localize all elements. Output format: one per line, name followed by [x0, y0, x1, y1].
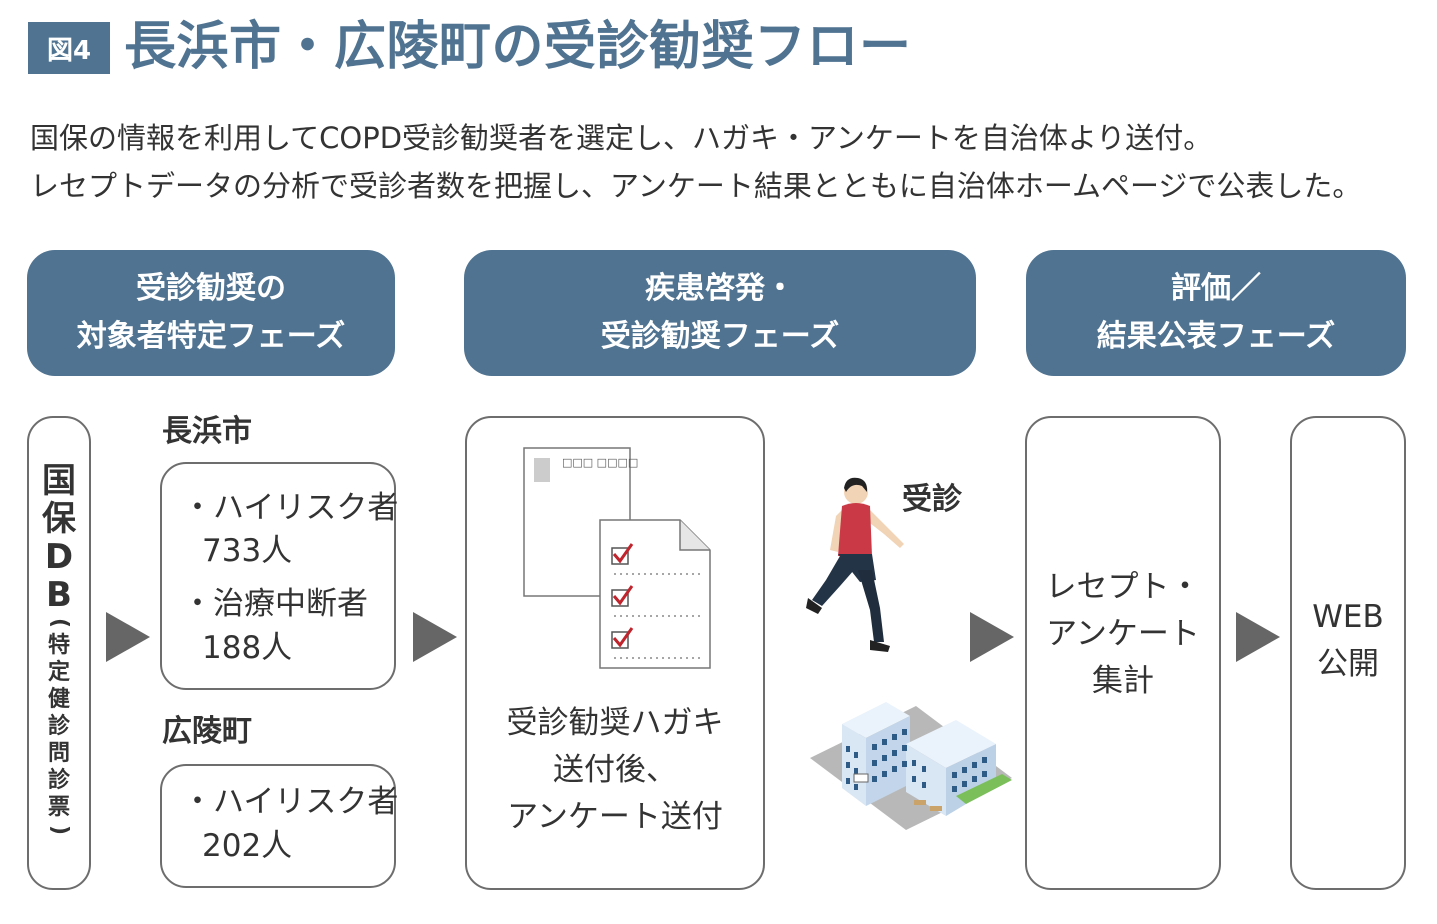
stat-value: 202人	[202, 828, 293, 864]
mailing-line: アンケート送付	[507, 799, 723, 835]
web-publish-box	[1290, 416, 1406, 890]
consult-label: 受診	[902, 482, 962, 517]
nagahama-stats-box	[160, 462, 396, 690]
flow-arrow-4	[1236, 612, 1280, 662]
mailing-line: 送付後、	[553, 752, 677, 788]
db-sub-char: 診	[47, 714, 70, 739]
db-sub-char: 診	[47, 768, 70, 793]
db-paren-close: )	[47, 824, 72, 836]
db-vertical-label: 国 保 D B ( 特 定 健 診 問 診 票 )	[27, 462, 91, 839]
mailing-line: 受診勧奨ハガキ	[506, 705, 724, 741]
db-char: D	[44, 537, 74, 577]
db-char: B	[46, 575, 72, 615]
phase-header-line: 疾患啓発・	[645, 271, 795, 306]
checkbox-icon	[611, 627, 700, 659]
flow-arrow-1	[106, 612, 150, 662]
description-line-2: レセプトデータの分析で受診者数を把握し、アンケート結果とともに自治体ホームページ…	[30, 169, 1362, 203]
figure-badge: 図4	[28, 22, 110, 74]
mailing-description: 受診勧奨ハガキ 送付後、 アンケート送付	[465, 700, 765, 841]
flow-arrow-2	[413, 612, 457, 662]
walking-person-icon	[806, 477, 904, 652]
koryo-stats-box	[160, 764, 396, 888]
checkbox-icon	[611, 585, 700, 617]
db-char: 国	[42, 461, 76, 501]
web-line: WEB	[1312, 599, 1384, 635]
db-char: 保	[42, 499, 76, 539]
postcard-address-text: □□□ □□□□	[562, 456, 638, 469]
stat-label: ・治療中断者	[182, 586, 368, 622]
web-line: 公開	[1317, 646, 1379, 682]
phase-header-evaluation: 評価／ 結果公表フェーズ	[1026, 250, 1406, 376]
aggregate-box	[1025, 416, 1221, 890]
db-sub-char: 問	[47, 741, 70, 766]
description-line-1: 国保の情報を利用してCOPD受診勧奨者を選定し、ハガキ・アンケートを自治体より送…	[30, 121, 1213, 155]
figure-title: 長浜市・広陵町の受診勧奨フロー	[124, 17, 912, 77]
city-label-koryo: 広陵町	[162, 714, 252, 749]
stat-value: 188人	[202, 630, 293, 666]
phase-header-line: 受診勧奨の	[136, 271, 286, 306]
db-sub-char: 健	[47, 687, 70, 712]
aggregate-line: 集計	[1092, 663, 1154, 699]
phase-header-line: 結果公表フェーズ	[1096, 319, 1336, 354]
aggregate-line: アンケート	[1046, 616, 1200, 652]
stat-label: ・ハイリスク者	[182, 490, 399, 526]
phase-header-line: 受診勧奨フェーズ	[600, 319, 840, 354]
hospital-building-icon	[810, 702, 1012, 830]
stat-value: 733人	[202, 533, 293, 569]
phase-header-line: 評価／	[1171, 271, 1261, 306]
checkbox-icon	[611, 543, 700, 575]
db-sub-char: 票	[47, 795, 70, 820]
db-sub-char: 特	[47, 633, 70, 658]
aggregate-line: レセプト・	[1045, 569, 1201, 605]
web-publish-description: WEB 公開	[1290, 594, 1406, 688]
stat-label: ・ハイリスク者	[182, 784, 399, 820]
aggregate-description: レセプト・ アンケート 集計	[1025, 564, 1221, 705]
flow-arrow-3	[970, 612, 1014, 662]
city-label-nagahama: 長浜市	[162, 414, 252, 449]
phase-header-targeting: 受診勧奨の 対象者特定フェーズ	[27, 250, 395, 376]
postcard-questionnaire-illustration: □□□ □□□□	[523, 447, 711, 669]
phase-header-line: 対象者特定フェーズ	[76, 319, 346, 354]
questionnaire-icon	[599, 519, 711, 669]
db-box	[27, 416, 91, 890]
db-paren-open: (	[47, 617, 72, 629]
db-sub-char: 定	[47, 660, 70, 685]
phase-header-awareness: 疾患啓発・ 受診勧奨フェーズ	[464, 250, 976, 376]
